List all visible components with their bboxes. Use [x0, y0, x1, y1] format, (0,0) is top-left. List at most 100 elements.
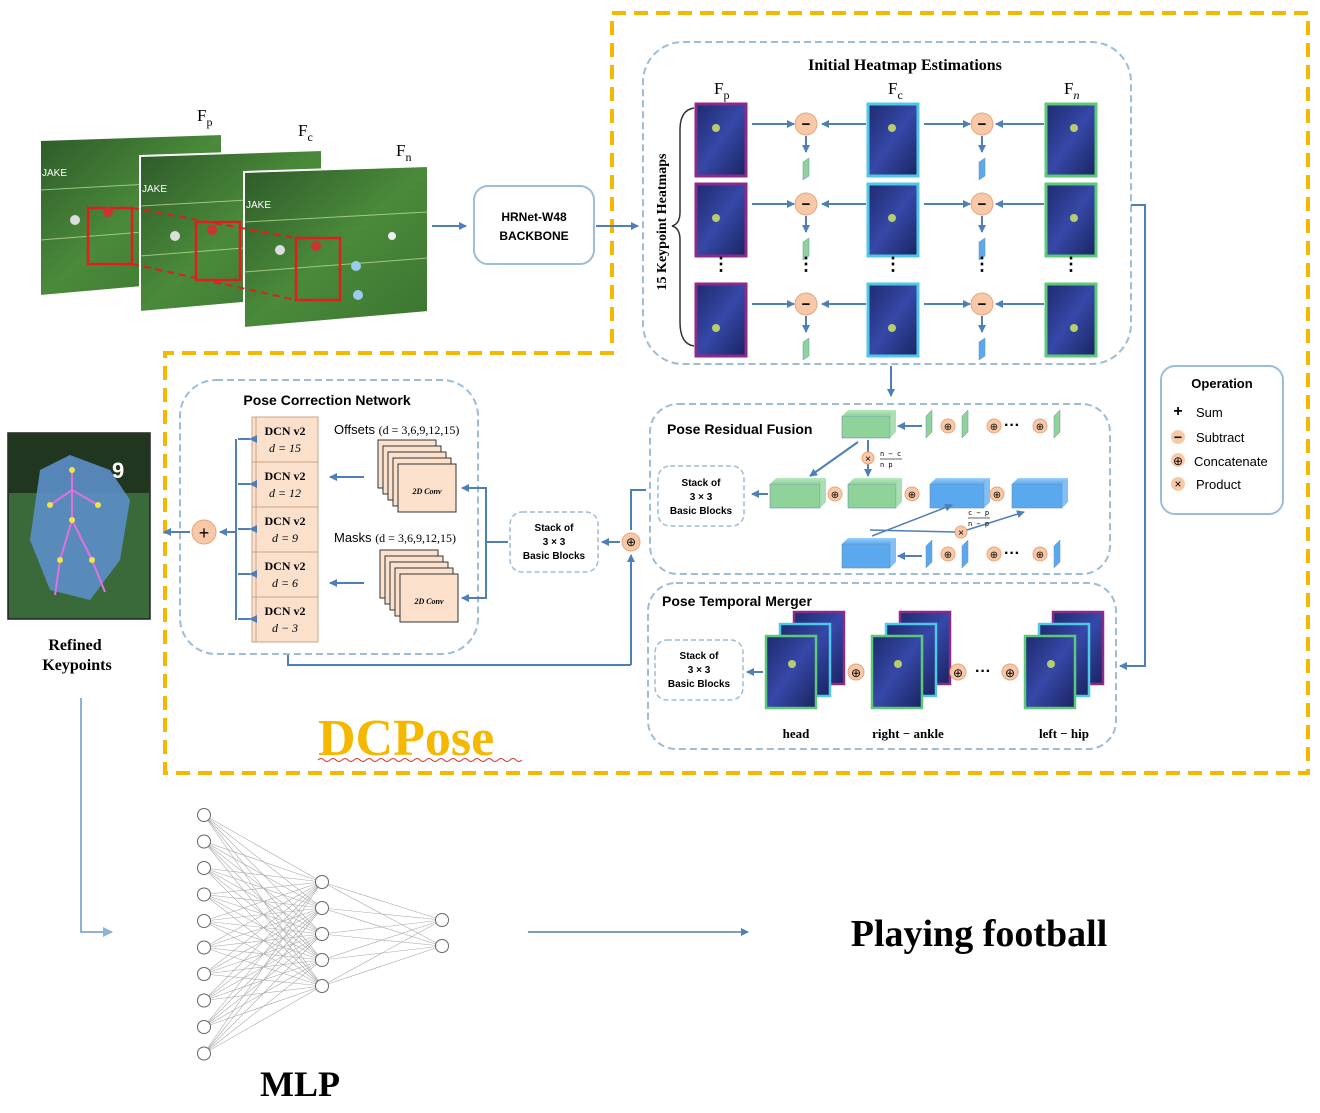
- temporal-merger-title: Pose Temporal Merger: [662, 593, 812, 609]
- concat-icon: [940, 546, 956, 562]
- mlp-label: MLP: [260, 1064, 340, 1104]
- mlp-neuron: [315, 979, 329, 993]
- svg-text:d = 15: d = 15: [269, 441, 301, 455]
- mlp-neuron: [197, 887, 211, 902]
- svg-text:Stack of: Stack of: [682, 478, 722, 489]
- heatmap-stack: [764, 610, 846, 710]
- subtract-icon: [970, 292, 994, 316]
- svg-text:Basic Blocks: Basic Blocks: [668, 679, 731, 690]
- mlp-neuron: [197, 1020, 211, 1034]
- fusion-blocks: ⊕⊕···⊕×⊕⊕⊕×⊕⊕···⊕: [751, 409, 1068, 569]
- concat-icon: [949, 663, 967, 681]
- keypoint-heatmaps-label: 15 Keypoint Heatmaps: [655, 153, 670, 290]
- svg-text:Subtract: Subtract: [1196, 430, 1245, 445]
- mlp-neuron: [197, 914, 211, 928]
- svg-text:DCN v2: DCN v2: [265, 559, 306, 573]
- operation-legend: [1160, 365, 1284, 515]
- frac2-num: c − p: [968, 509, 989, 517]
- svg-text:Basic Blocks: Basic Blocks: [523, 551, 586, 562]
- mlp-neuron: [197, 1046, 211, 1061]
- feature-block: [841, 538, 896, 569]
- heatmap-tile: [694, 182, 748, 258]
- svg-text:JAKE: JAKE: [142, 184, 167, 195]
- svg-text:−: −: [802, 296, 811, 313]
- svg-text:d = 9: d = 9: [272, 531, 298, 545]
- svg-text:⊕: ⊕: [1173, 454, 1183, 468]
- input-frames: JAKE JAKE JAKE: [39, 132, 429, 330]
- svg-text:⋮: ⋮: [884, 254, 902, 274]
- svg-text:⊕: ⊕: [831, 490, 839, 501]
- subtract-icon: [794, 112, 818, 136]
- svg-text:9: 9: [112, 458, 124, 483]
- svg-text:DCN v2: DCN v2: [265, 424, 306, 438]
- svg-text:×: ×: [865, 454, 871, 465]
- legend-subtract: − Subtract: [1171, 429, 1245, 445]
- svg-text:⋮: ⋮: [1062, 254, 1080, 274]
- mlp-neuron: [435, 913, 449, 927]
- svg-text:DCN v2: DCN v2: [265, 604, 306, 618]
- svg-text:Stack of: Stack of: [535, 523, 575, 534]
- heatmap-col-label-p: Fp: [714, 79, 729, 102]
- refined-keypoints-image: 9: [7, 432, 151, 620]
- svg-text:3 × 3: 3 × 3: [690, 492, 713, 503]
- feature-block: [929, 478, 990, 509]
- masks-label: Masks (d = 3,6,9,12,15): [334, 530, 456, 545]
- dcpose-boundary: [163, 11, 1310, 775]
- heatmap-grid: −−−−−−⋮⋮⋮⋮⋮: [694, 102, 1098, 361]
- svg-text:⊕: ⊕: [1036, 550, 1044, 561]
- central-concat-icon: ⊕: [621, 532, 641, 552]
- sum-icon: +: [191, 519, 217, 545]
- backbone-line1: HRNet-W48: [501, 210, 567, 224]
- mlp-neuron: [197, 967, 211, 981]
- dcn-block: DCN v2 d = 12: [251, 461, 319, 508]
- merger-label-right-ankle: right − ankle: [872, 726, 944, 741]
- heatmap-tile: [694, 282, 748, 358]
- svg-text:−: −: [802, 116, 811, 133]
- svg-text:···: ···: [1004, 417, 1020, 434]
- heatmap-title: Initial Heatmap Estimations: [808, 57, 1002, 74]
- concat-icon: [904, 486, 920, 502]
- svg-text:⊕: ⊕: [944, 422, 952, 433]
- concat-icon: [940, 418, 956, 434]
- legend-concatenate: ⊕ Concatenate: [1171, 453, 1268, 469]
- merger-stacks: ⊕⊕⊕: [764, 610, 1105, 710]
- svg-text:+: +: [199, 523, 210, 543]
- heatmap-tile: [1044, 182, 1098, 258]
- svg-text:−: −: [978, 296, 987, 313]
- heatmap-tile: [866, 282, 920, 358]
- svg-text:Concatenate: Concatenate: [1194, 454, 1268, 469]
- offsets-label: Offsets (d = 3,6,9,12,15): [334, 422, 459, 437]
- mlp-neuron: [197, 861, 211, 875]
- frame-label-previous: Fp: [197, 106, 212, 129]
- svg-text:⊕: ⊕: [626, 535, 636, 549]
- dcn-block: DCN v2 d = 15: [251, 416, 319, 463]
- pose-correction-title: Pose Correction Network: [243, 392, 410, 408]
- mlp-neuron: [197, 993, 211, 1008]
- output-label-line2: Keypoints: [42, 657, 111, 674]
- svg-text:JAKE: JAKE: [246, 200, 271, 211]
- svg-text:d − 3: d − 3: [272, 621, 298, 635]
- residual-fusion-title: Pose Residual Fusion: [667, 421, 812, 437]
- dcn-block: DCN v2d = 6: [251, 551, 319, 598]
- concat-icon: [986, 418, 1002, 434]
- svg-text:⊕: ⊕: [993, 490, 1001, 501]
- svg-text:Stack of: Stack of: [680, 651, 720, 662]
- svg-text:×: ×: [958, 528, 964, 539]
- svg-text:Basic Blocks: Basic Blocks: [670, 506, 733, 517]
- svg-text:×: ×: [1174, 477, 1181, 491]
- svg-text:⊕: ⊕: [1005, 666, 1015, 680]
- concat-icon: [1032, 546, 1048, 562]
- heatmap-col-label-n: Fn: [1064, 79, 1079, 102]
- frame-label-next: Fn: [396, 141, 411, 164]
- svg-text:d = 12: d = 12: [269, 486, 301, 500]
- dcn-block: DCN v2d = 9: [251, 506, 319, 553]
- feature-block: [841, 410, 896, 439]
- svg-text:⊕: ⊕: [944, 550, 952, 561]
- frame-label-current: Fc: [298, 121, 313, 144]
- concat-icon: [986, 546, 1002, 562]
- concat-icon: [989, 486, 1005, 502]
- feature-block: [847, 478, 902, 509]
- svg-text:DCN v2: DCN v2: [265, 469, 306, 483]
